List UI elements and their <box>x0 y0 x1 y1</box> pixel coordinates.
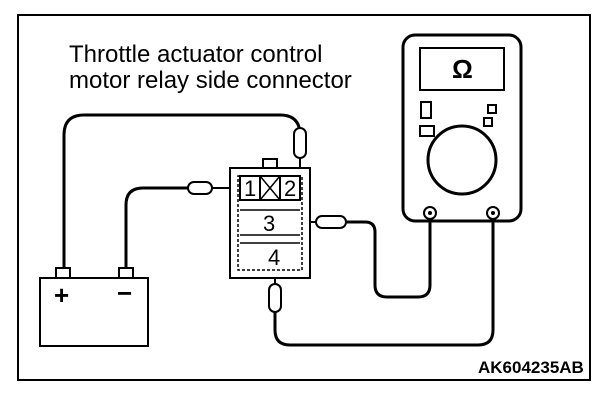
battery: + − <box>39 267 149 347</box>
battery-body <box>39 277 149 347</box>
meter-button-right-top <box>487 104 497 114</box>
probe-pin3-body <box>315 215 347 229</box>
probe-pin2-body <box>293 127 307 159</box>
pin1-label: 1 <box>244 176 256 201</box>
meter-button-right-bottom <box>483 117 493 127</box>
wire-battery-positive-to-pin2 <box>62 113 302 274</box>
pin3-label: 3 <box>263 211 275 236</box>
pin2-cell <box>279 175 301 201</box>
figure-frame <box>17 14 591 381</box>
meter-selector-dial <box>426 124 498 196</box>
meter-button-left <box>420 101 432 119</box>
meter-display <box>419 47 505 91</box>
battery-positive-sign: + <box>54 280 69 310</box>
probe-pin1 <box>187 181 232 195</box>
title-line-2: motor relay side connector <box>69 67 352 94</box>
probe-pin3 <box>302 215 347 229</box>
wire-battery-negative-to-pin1 <box>124 186 192 274</box>
pin2-label: 2 <box>284 176 296 201</box>
probe-pin1-body <box>187 181 213 195</box>
wire-pin4-to-meter <box>273 211 495 347</box>
blank-cell-cross-b <box>259 175 281 201</box>
wire-pin3-to-meter <box>343 211 432 299</box>
title-line-1: Throttle actuator control <box>69 41 322 68</box>
meter-jack-com-inner <box>428 211 432 215</box>
meter-button-left-bottom <box>419 125 435 137</box>
ohm-symbol: Ω <box>452 54 473 84</box>
probe-pin4-body <box>268 283 282 313</box>
figure-code: AK604235AB <box>478 358 584 377</box>
pin4-label: 4 <box>268 245 280 270</box>
battery-negative-sign: − <box>117 278 132 308</box>
battery-positive-terminal <box>55 267 71 279</box>
battery-negative-terminal <box>118 267 134 279</box>
connector-latch <box>262 158 278 169</box>
meter-jack-v-ohm-inner <box>491 211 495 215</box>
multimeter: Ω <box>401 33 523 223</box>
relay-connector: 1 2 3 4 <box>229 158 311 279</box>
